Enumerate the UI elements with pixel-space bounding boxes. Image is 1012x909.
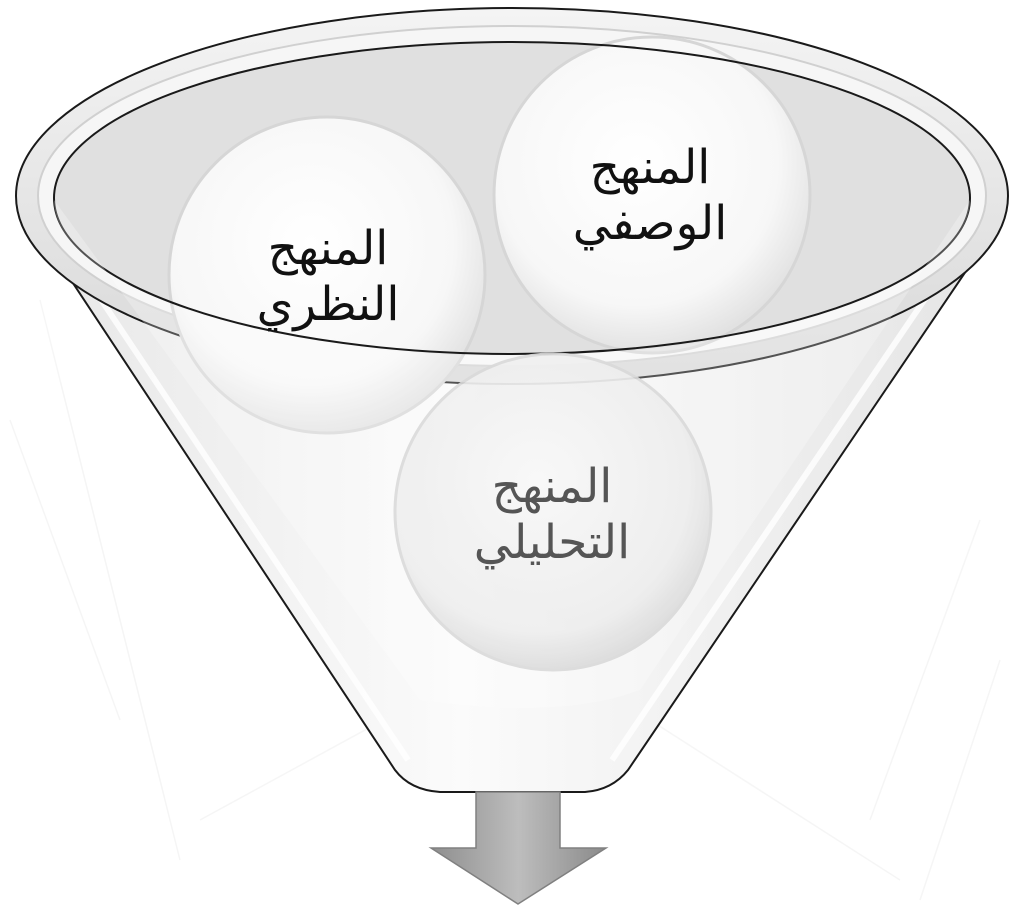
circle-label-analytical-line2: التحليلي [473,515,631,570]
circle-label-theoretical: المنهج النظري [178,221,478,333]
circle-label-descriptive-line2: الوصفي [572,196,728,251]
circle-label-theoretical-line1: المنهج [267,221,389,276]
funnel-rim-back-lip [53,41,971,199]
circle-theoretical [167,115,487,435]
down-arrow-icon [428,791,609,905]
circle-analytical [393,352,713,672]
funnel-inner-edge-right [609,238,968,762]
background-reflections [9,299,1001,901]
circle-label-descriptive: المنهج الوصفي [500,140,800,252]
funnel-inner-edge-left [55,233,411,762]
circle-label-descriptive-line1: المنهج [589,140,711,195]
funnel-rim-front-lip [53,197,971,355]
circle-label-analytical-line1: المنهج [491,459,613,514]
circle-descriptive [492,35,812,355]
circle-label-theoretical-line2: النظري [256,277,400,332]
circle-label-analytical: المنهج التحليلي [402,459,702,571]
